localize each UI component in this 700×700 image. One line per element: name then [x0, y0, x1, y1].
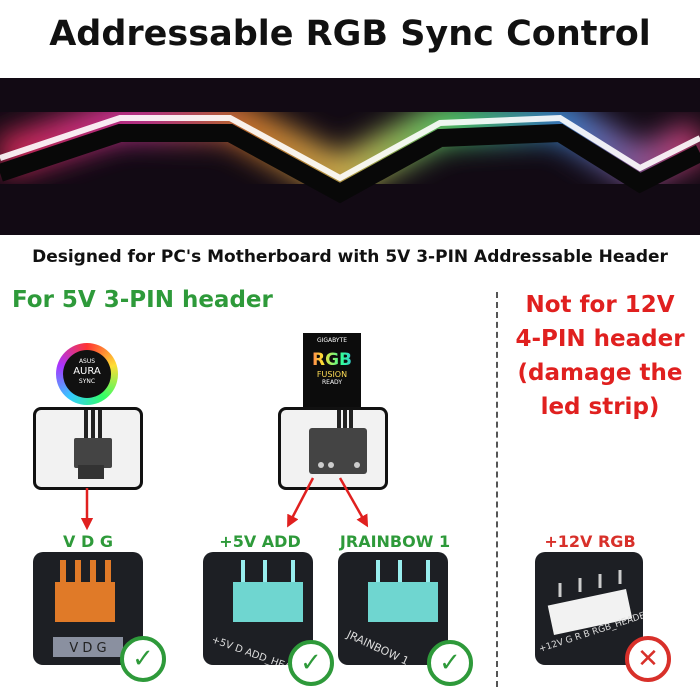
warning-line: led strip) [540, 394, 660, 420]
5v-add-header-photo: +5V D ADD_HEADER [203, 552, 313, 665]
header-label: V D G [63, 532, 113, 551]
divider [496, 292, 498, 687]
logo-text: RGB [303, 350, 361, 370]
silkscreen-text: JRAINBOW 1 [344, 628, 411, 665]
check-icon: ✓ [427, 640, 473, 686]
jrainbow-header-photo: JRAINBOW 1 [338, 552, 448, 665]
page-title: Addressable RGB Sync Control [49, 14, 651, 54]
silkscreen-text: V D G [69, 641, 106, 656]
warning-line: 4-PIN header [515, 326, 685, 352]
3pin-connector-photo [33, 407, 143, 490]
header-label: +5V ADD [219, 532, 301, 551]
logo-text: READY [321, 379, 343, 386]
compatible-heading: For 5V 3-PIN header [12, 287, 273, 313]
3pin-connector-photo [278, 407, 388, 490]
check-icon: ✓ [120, 636, 166, 682]
logo-text: AURA [73, 366, 101, 377]
arrow [287, 477, 315, 528]
arrow [338, 477, 369, 528]
x-icon: ✕ [625, 636, 671, 682]
header-label: +12V RGB [544, 532, 636, 551]
warning-line: (damage the [517, 360, 683, 386]
12v-rgb-header-photo: +12V G R B RGB_HEADER2 [535, 552, 643, 665]
asus-aura-sync-logo: ASUS AURA SYNC [56, 343, 118, 405]
incompatible-warning: Not for 12V 4-PIN header (damage the led… [500, 288, 700, 424]
led-strip-photo [0, 78, 700, 235]
vdg-header-photo: V D G [33, 552, 143, 665]
logo-text: GIGABYTE [316, 337, 348, 344]
logo-text: SYNC [78, 378, 96, 385]
logo-text: ASUS [78, 358, 96, 365]
check-icon: ✓ [288, 640, 334, 686]
warning-line: Not for 12V [525, 292, 675, 318]
logo-text: FUSION [316, 370, 348, 379]
gigabyte-rgb-fusion-logo: GIGABYTE RGB FUSION READY [303, 333, 361, 413]
header-label: JRAINBOW 1 [339, 532, 451, 551]
subtitle: Designed for PC's Motherboard with 5V 3-… [32, 247, 668, 267]
